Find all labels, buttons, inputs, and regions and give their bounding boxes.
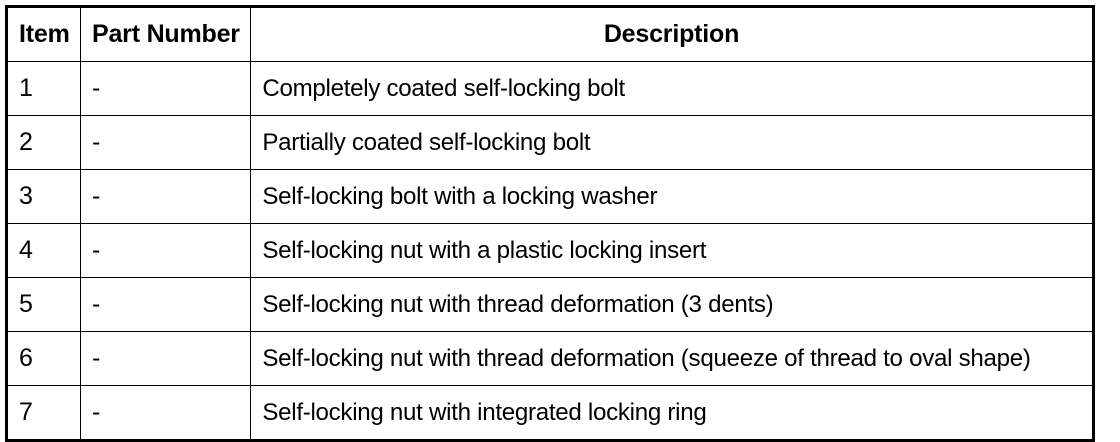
table-header: Item Part Number Description <box>6 6 1094 62</box>
table-header-row: Item Part Number Description <box>6 6 1094 62</box>
cell-description: Self-locking nut with thread deformation… <box>250 331 1082 386</box>
cell-description: Partially coated self-locking bolt <box>250 115 1082 170</box>
column-header-part-number: Part Number <box>80 6 251 62</box>
table-row: 7 - Self-locking nut with integrated loc… <box>6 385 1094 441</box>
cell-part-number: - <box>80 223 251 278</box>
column-header-description: Description <box>250 6 1094 62</box>
cell-item: 3 <box>6 169 81 224</box>
column-header-item: Item <box>6 6 81 62</box>
cell-part-number: - <box>80 169 251 224</box>
table-row: 4 - Self-locking nut with a plastic lock… <box>6 223 1094 278</box>
parts-table: Item Part Number Description 1 - Complet… <box>5 5 1095 442</box>
cell-description: Completely coated self-locking bolt <box>250 61 1082 116</box>
cell-item: 2 <box>6 115 81 170</box>
cell-item: 4 <box>6 223 81 278</box>
table-row: 5 - Self-locking nut with thread deforma… <box>6 277 1094 332</box>
cell-description: Self-locking nut with thread deformation… <box>250 277 1082 332</box>
cell-description: Self-locking nut with integrated locking… <box>250 385 1082 441</box>
cell-description: Self-locking nut with a plastic locking … <box>250 223 1082 278</box>
table-body: 1 - Completely coated self-locking bolt … <box>6 61 1094 441</box>
table-row: 1 - Completely coated self-locking bolt <box>6 61 1094 116</box>
cell-part-number: - <box>80 115 251 170</box>
cell-item: 7 <box>6 385 81 441</box>
cell-part-number: - <box>80 61 251 116</box>
cell-part-number: - <box>80 331 251 386</box>
table-row: 2 - Partially coated self-locking bolt <box>6 115 1094 170</box>
cell-item: 1 <box>6 61 81 116</box>
cell-item: 5 <box>6 277 81 332</box>
table-row: 3 - Self-locking bolt with a locking was… <box>6 169 1094 224</box>
cell-part-number: - <box>80 385 251 441</box>
cell-item: 6 <box>6 331 81 386</box>
table-row: 6 - Self-locking nut with thread deforma… <box>6 331 1094 386</box>
cell-part-number: - <box>80 277 251 332</box>
cell-description: Self-locking bolt with a locking washer <box>250 169 1082 224</box>
